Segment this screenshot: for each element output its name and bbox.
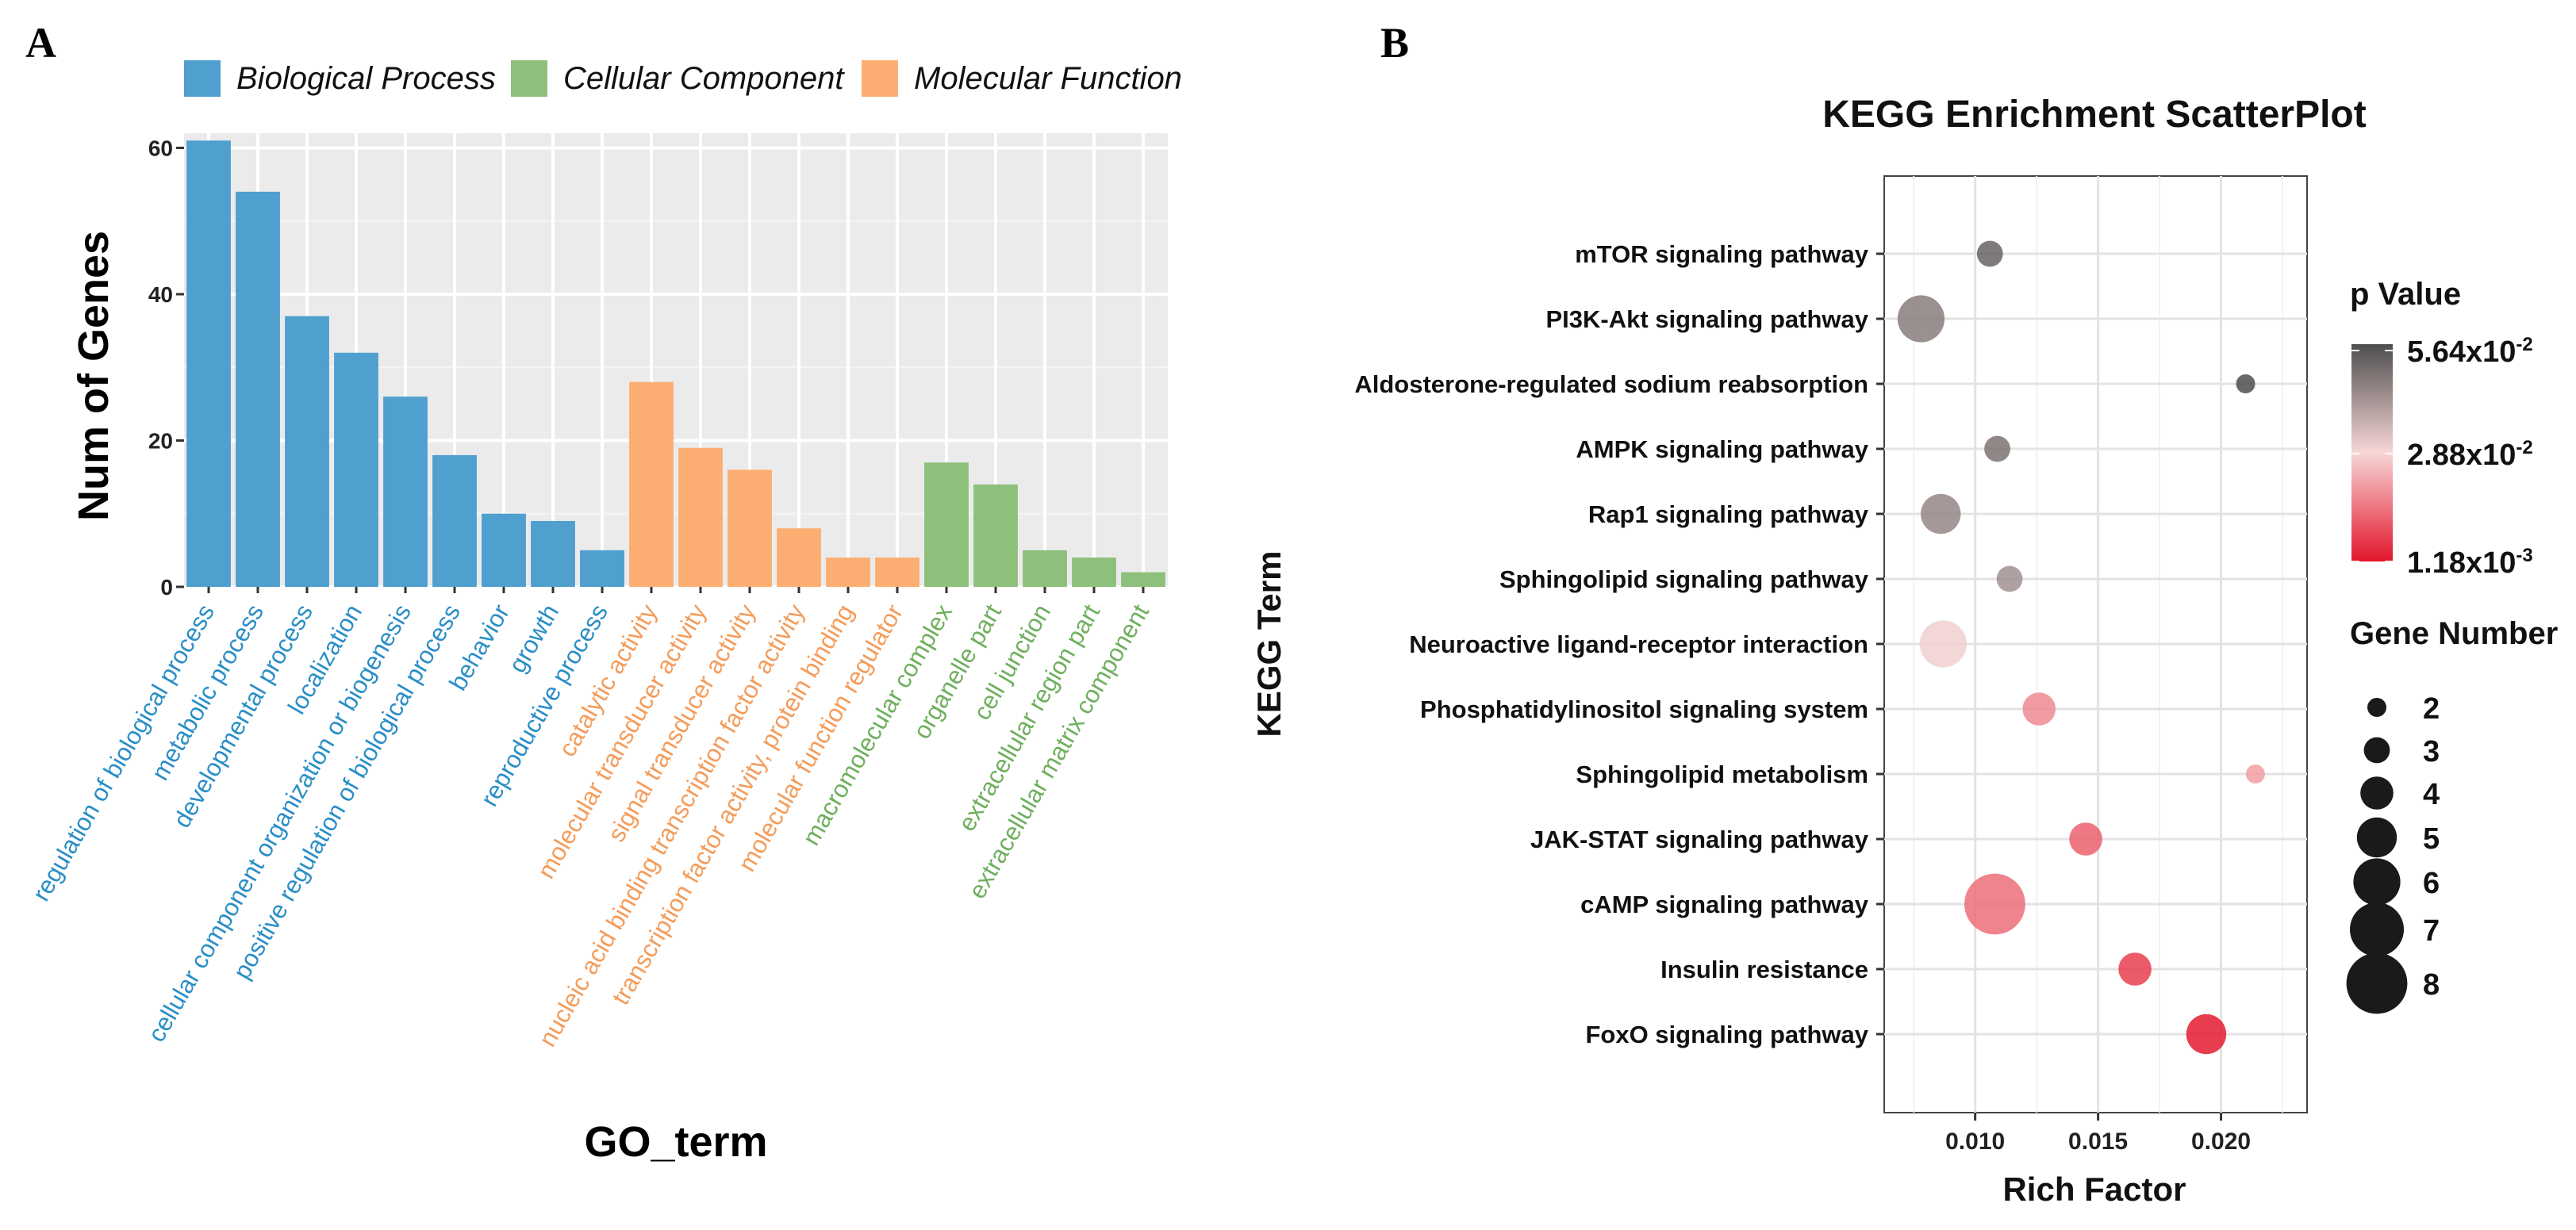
x-axis-title: GO_term — [584, 1118, 767, 1166]
size-legend-dot — [2346, 952, 2408, 1014]
bar-developmental-process — [285, 316, 329, 587]
size-legend-label: 7 — [2423, 914, 2440, 948]
bar-positive-regulation-of-biological-process — [432, 454, 477, 587]
y-tick-label: Phosphatidylinositol signaling system — [1420, 695, 1868, 723]
bar-extracellular-region-part — [1072, 558, 1116, 587]
x-tick-label: 0.015 — [2068, 1128, 2128, 1155]
bar-localization — [334, 352, 378, 587]
y-tick-label: Sphingolipid metabolism — [1576, 761, 1868, 788]
y-tick-label: Neuroactive ligand-receptor interaction — [1409, 630, 1868, 658]
y-tick-label: mTOR signaling pathway — [1575, 240, 1869, 268]
color-legend-label: 2.88x10-2 — [2407, 437, 2533, 472]
size-legend-label: 5 — [2423, 822, 2440, 856]
y-tick-label: PI3K-Akt signaling pathway — [1545, 305, 1868, 333]
x-axis-title: Rich Factor — [2002, 1171, 2186, 1208]
bar-molecular-transducer-activity — [678, 447, 723, 587]
bar-nucleic-acid-binding-transcription-factor-activity — [777, 528, 821, 587]
size-legend-dot — [2356, 817, 2397, 858]
size-legend-dot — [2350, 902, 2404, 956]
y-tick-label: JAK-STAT signaling pathway — [1530, 826, 1869, 853]
legend-swatch — [184, 60, 221, 97]
point-ampk-signaling-pathway — [1984, 435, 2010, 462]
bar-regulation-of-biological-process — [186, 140, 231, 587]
kegg-scatter-plot: KEGG Enrichment ScatterPlot 0.010 0.015 0.0… — [1250, 94, 2558, 1208]
legend-label: Molecular Function — [914, 61, 1182, 96]
y-tick-label: 40 — [148, 282, 173, 307]
chart-title: KEGG Enrichment ScatterPlot — [1822, 94, 2366, 136]
bar-molecular-function-regulator — [875, 558, 919, 587]
legend-label: Biological Process — [236, 61, 496, 96]
y-tick-label: 0 — [160, 575, 173, 600]
y-tick-label: FoxO signaling pathway — [1585, 1021, 1868, 1048]
point-camp-signaling-pathway — [1964, 873, 2025, 935]
point-sphingolipid-signaling-pathway — [1996, 565, 2023, 592]
point-pi3k-akt-signaling-pathway — [1897, 295, 1945, 343]
bar-transcription-factor-activity-protein-binding — [826, 558, 870, 587]
point-jak-stat-signaling-pathway — [2069, 822, 2102, 856]
bar-catalytic-activity — [629, 381, 674, 587]
panel-a-label: A — [25, 19, 56, 67]
bar-cell-junction — [1023, 550, 1067, 587]
point-phosphatidylinositol-signaling-system — [2022, 692, 2056, 726]
color-legend-title: p Value — [2350, 277, 2461, 312]
y-tick-label: Insulin resistance — [1660, 956, 1868, 983]
bar-organelle-part — [973, 484, 1018, 587]
x-tick-label: regulation of biological process — [27, 600, 220, 906]
plot-panel — [184, 133, 1168, 587]
point-aldosterone-regulated-sodium-reabsorption — [2236, 374, 2255, 393]
size-legend-label: 2 — [2423, 692, 2440, 726]
bar-behavior — [482, 513, 526, 587]
point-mtor-signaling-pathway — [1976, 240, 2003, 267]
size-legend-label: 3 — [2423, 735, 2440, 768]
size-legend-dot — [2360, 776, 2394, 810]
point-insulin-resistance — [2118, 952, 2152, 986]
legend-swatch — [511, 60, 547, 97]
point-foxo-signaling-pathway — [2186, 1014, 2227, 1055]
color-legend-label: 1.18x10-3 — [2407, 545, 2533, 580]
size-legend-label: 6 — [2423, 867, 2440, 900]
bar-metabolic-process — [236, 191, 280, 587]
size-legend-label: 4 — [2423, 778, 2440, 811]
bar-growth — [531, 520, 575, 587]
color-legend-label: 5.64x10-2 — [2407, 334, 2533, 369]
y-tick-label: AMPK signaling pathway — [1576, 435, 1868, 463]
size-legend-label: 8 — [2423, 968, 2440, 1002]
point-sphingolipid-metabolism — [2245, 764, 2265, 784]
size-legend-dot — [2363, 737, 2390, 764]
y-axis-title: Num of Genes — [70, 231, 117, 521]
size-legend-dot — [2353, 858, 2401, 906]
bar-reproductive-process — [580, 550, 624, 587]
y-tick-label: cAMP signaling pathway — [1580, 891, 1869, 918]
size-legend-dot — [2367, 698, 2386, 717]
bar-extracellular-matrix-component — [1121, 572, 1165, 587]
panel-b-label: B — [1380, 19, 1409, 67]
bar-signal-transducer-activity — [727, 469, 772, 587]
bar-macromolecular-complex — [924, 462, 969, 587]
legend-swatch — [862, 60, 898, 97]
y-tick-label: Rap1 signaling pathway — [1588, 500, 1869, 528]
y-tick-label: Sphingolipid signaling pathway — [1499, 565, 1869, 593]
bar-cellular-component-organization-or-biogenesis — [383, 397, 428, 587]
legend-label: Cellular Component — [563, 61, 845, 96]
y-tick-label: 60 — [148, 136, 173, 160]
x-tick-label: 0.010 — [1945, 1128, 2005, 1155]
point-neuroactive-ligand-receptor-interaction — [1919, 620, 1967, 668]
y-tick-label: Aldosterone-regulated sodium reabsorptio… — [1354, 370, 1868, 398]
size-legend-title: Gene Number — [2350, 616, 2558, 651]
x-tick-label: 0.020 — [2191, 1128, 2251, 1155]
y-axis-title: KEGG Term — [1250, 551, 1288, 738]
point-rap1-signaling-pathway — [1921, 493, 1961, 535]
y-tick-label: 20 — [148, 428, 173, 453]
